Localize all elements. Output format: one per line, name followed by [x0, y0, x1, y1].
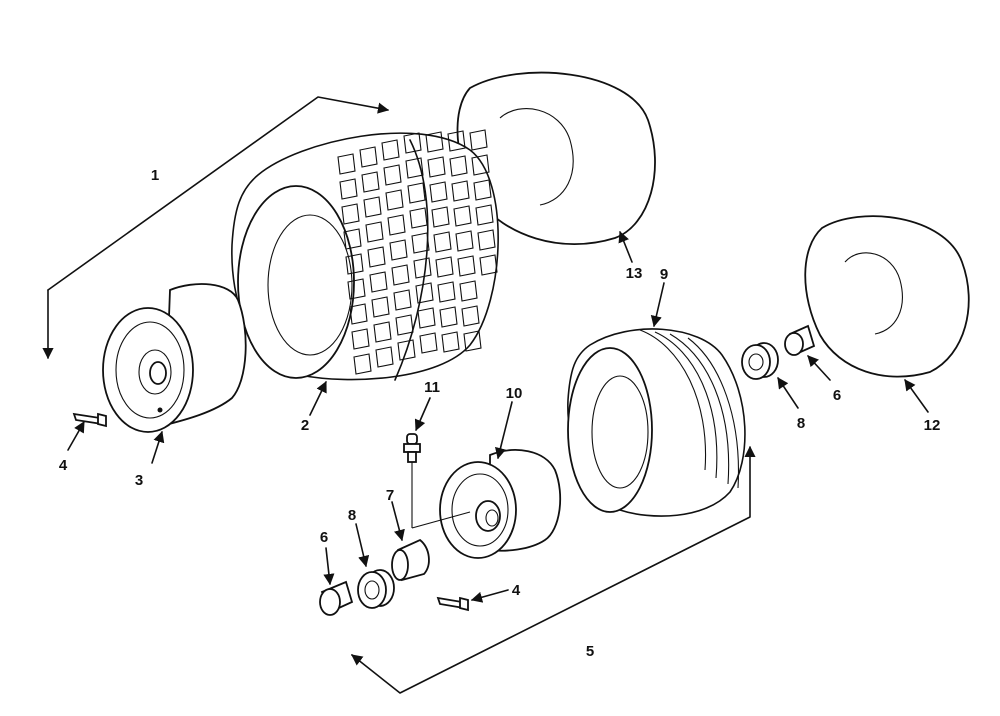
- callout-5: 5: [586, 643, 594, 660]
- tread-block: [477, 229, 496, 251]
- tread-block: [353, 353, 372, 375]
- callout-7: 7: [386, 487, 394, 504]
- tread-block: [409, 207, 428, 229]
- tread-block: [343, 228, 362, 250]
- callout-3: 3: [135, 472, 143, 489]
- tread-block: [451, 180, 470, 202]
- tread-block: [373, 321, 392, 343]
- tread-block: [339, 178, 358, 200]
- tread-block: [479, 254, 498, 276]
- valve-stem-4-left: [72, 412, 107, 428]
- tread-block: [429, 181, 448, 203]
- callout-8-lower: 8: [348, 507, 356, 524]
- tread-block: [345, 253, 364, 275]
- bearing-8-lower: [357, 569, 395, 609]
- tread-block: [381, 139, 400, 161]
- tread-block: [425, 131, 444, 153]
- grease-fitting-11: [403, 433, 471, 529]
- tread-block: [439, 306, 458, 328]
- tread-block: [411, 232, 430, 254]
- center-groove: [394, 139, 429, 381]
- tread-block: [417, 307, 436, 329]
- rim-3: [102, 283, 247, 433]
- tread-block: [363, 196, 382, 218]
- tread-block: [387, 214, 406, 236]
- tread-block: [389, 239, 408, 261]
- tread-block: [475, 204, 494, 226]
- callout-8-right: 8: [797, 415, 805, 432]
- tread-block: [371, 296, 390, 318]
- tread-block: [403, 132, 422, 154]
- tread-block: [473, 179, 492, 201]
- assembly-bracket-5: [351, 445, 756, 694]
- tread-block: [349, 303, 368, 325]
- tube-12: [804, 215, 970, 378]
- tread-block: [407, 182, 426, 204]
- tread-block: [351, 328, 370, 350]
- tread-block: [359, 146, 378, 168]
- tread-block: [375, 346, 394, 368]
- assembly-bracket-1: [42, 96, 390, 360]
- tread-block: [393, 289, 412, 311]
- callout-13: 13: [626, 265, 643, 282]
- tread-block: [435, 256, 454, 278]
- tread-tire-2: [231, 129, 499, 381]
- tread-block: [437, 281, 456, 303]
- tread-block: [383, 164, 402, 186]
- tread-block: [441, 331, 460, 353]
- leader-lines: [67, 230, 929, 603]
- callout-10: 10: [506, 385, 523, 402]
- callout-11: 11: [424, 379, 440, 396]
- tread-block: [433, 231, 452, 253]
- tread-block: [427, 156, 446, 178]
- tire-tread-pattern: [337, 129, 498, 381]
- tread-block: [461, 305, 480, 327]
- tread-block: [367, 246, 386, 268]
- tread-block: [419, 332, 438, 354]
- callout-1: 1: [151, 167, 159, 184]
- callout-2: 2: [301, 417, 309, 434]
- tread-block: [447, 130, 466, 152]
- valve-stem-4-lower: [436, 596, 469, 612]
- tread-block: [397, 339, 416, 361]
- tread-block: [453, 205, 472, 227]
- tread-block: [347, 278, 366, 300]
- spacer-7: [391, 538, 430, 582]
- bushing-6-right: [784, 324, 816, 356]
- tread-block: [449, 155, 468, 177]
- callout-12: 12: [924, 417, 941, 434]
- tread-block: [365, 221, 384, 243]
- bearing-8-right: [741, 342, 779, 380]
- callout-6-lower: 6: [320, 529, 328, 546]
- bushing-6-lower: [319, 580, 354, 616]
- tread-block: [457, 255, 476, 277]
- tread-block: [463, 330, 482, 352]
- tread-block: [455, 230, 474, 252]
- tread-block: [337, 153, 356, 175]
- callout-4-left: 4: [59, 457, 68, 474]
- tread-block: [391, 264, 410, 286]
- tread-block: [361, 171, 380, 193]
- callout-6-right: 6: [833, 387, 841, 404]
- callout-9: 9: [660, 266, 668, 283]
- tread-block: [431, 206, 450, 228]
- tread-block: [415, 282, 434, 304]
- ribbed-tire-9: [567, 328, 746, 517]
- callout-4-lower: 4: [512, 582, 521, 599]
- tread-block: [469, 129, 488, 151]
- rim-10: [439, 449, 562, 559]
- tread-block: [341, 203, 360, 225]
- tread-block: [459, 280, 478, 302]
- tread-block: [413, 257, 432, 279]
- tread-block: [471, 154, 490, 176]
- tread-block: [369, 271, 388, 293]
- tread-block: [385, 189, 404, 211]
- callout-labels: 1 2 3 4 4 5 6 6 7 8 8 9 10 11 12 13: [59, 167, 941, 660]
